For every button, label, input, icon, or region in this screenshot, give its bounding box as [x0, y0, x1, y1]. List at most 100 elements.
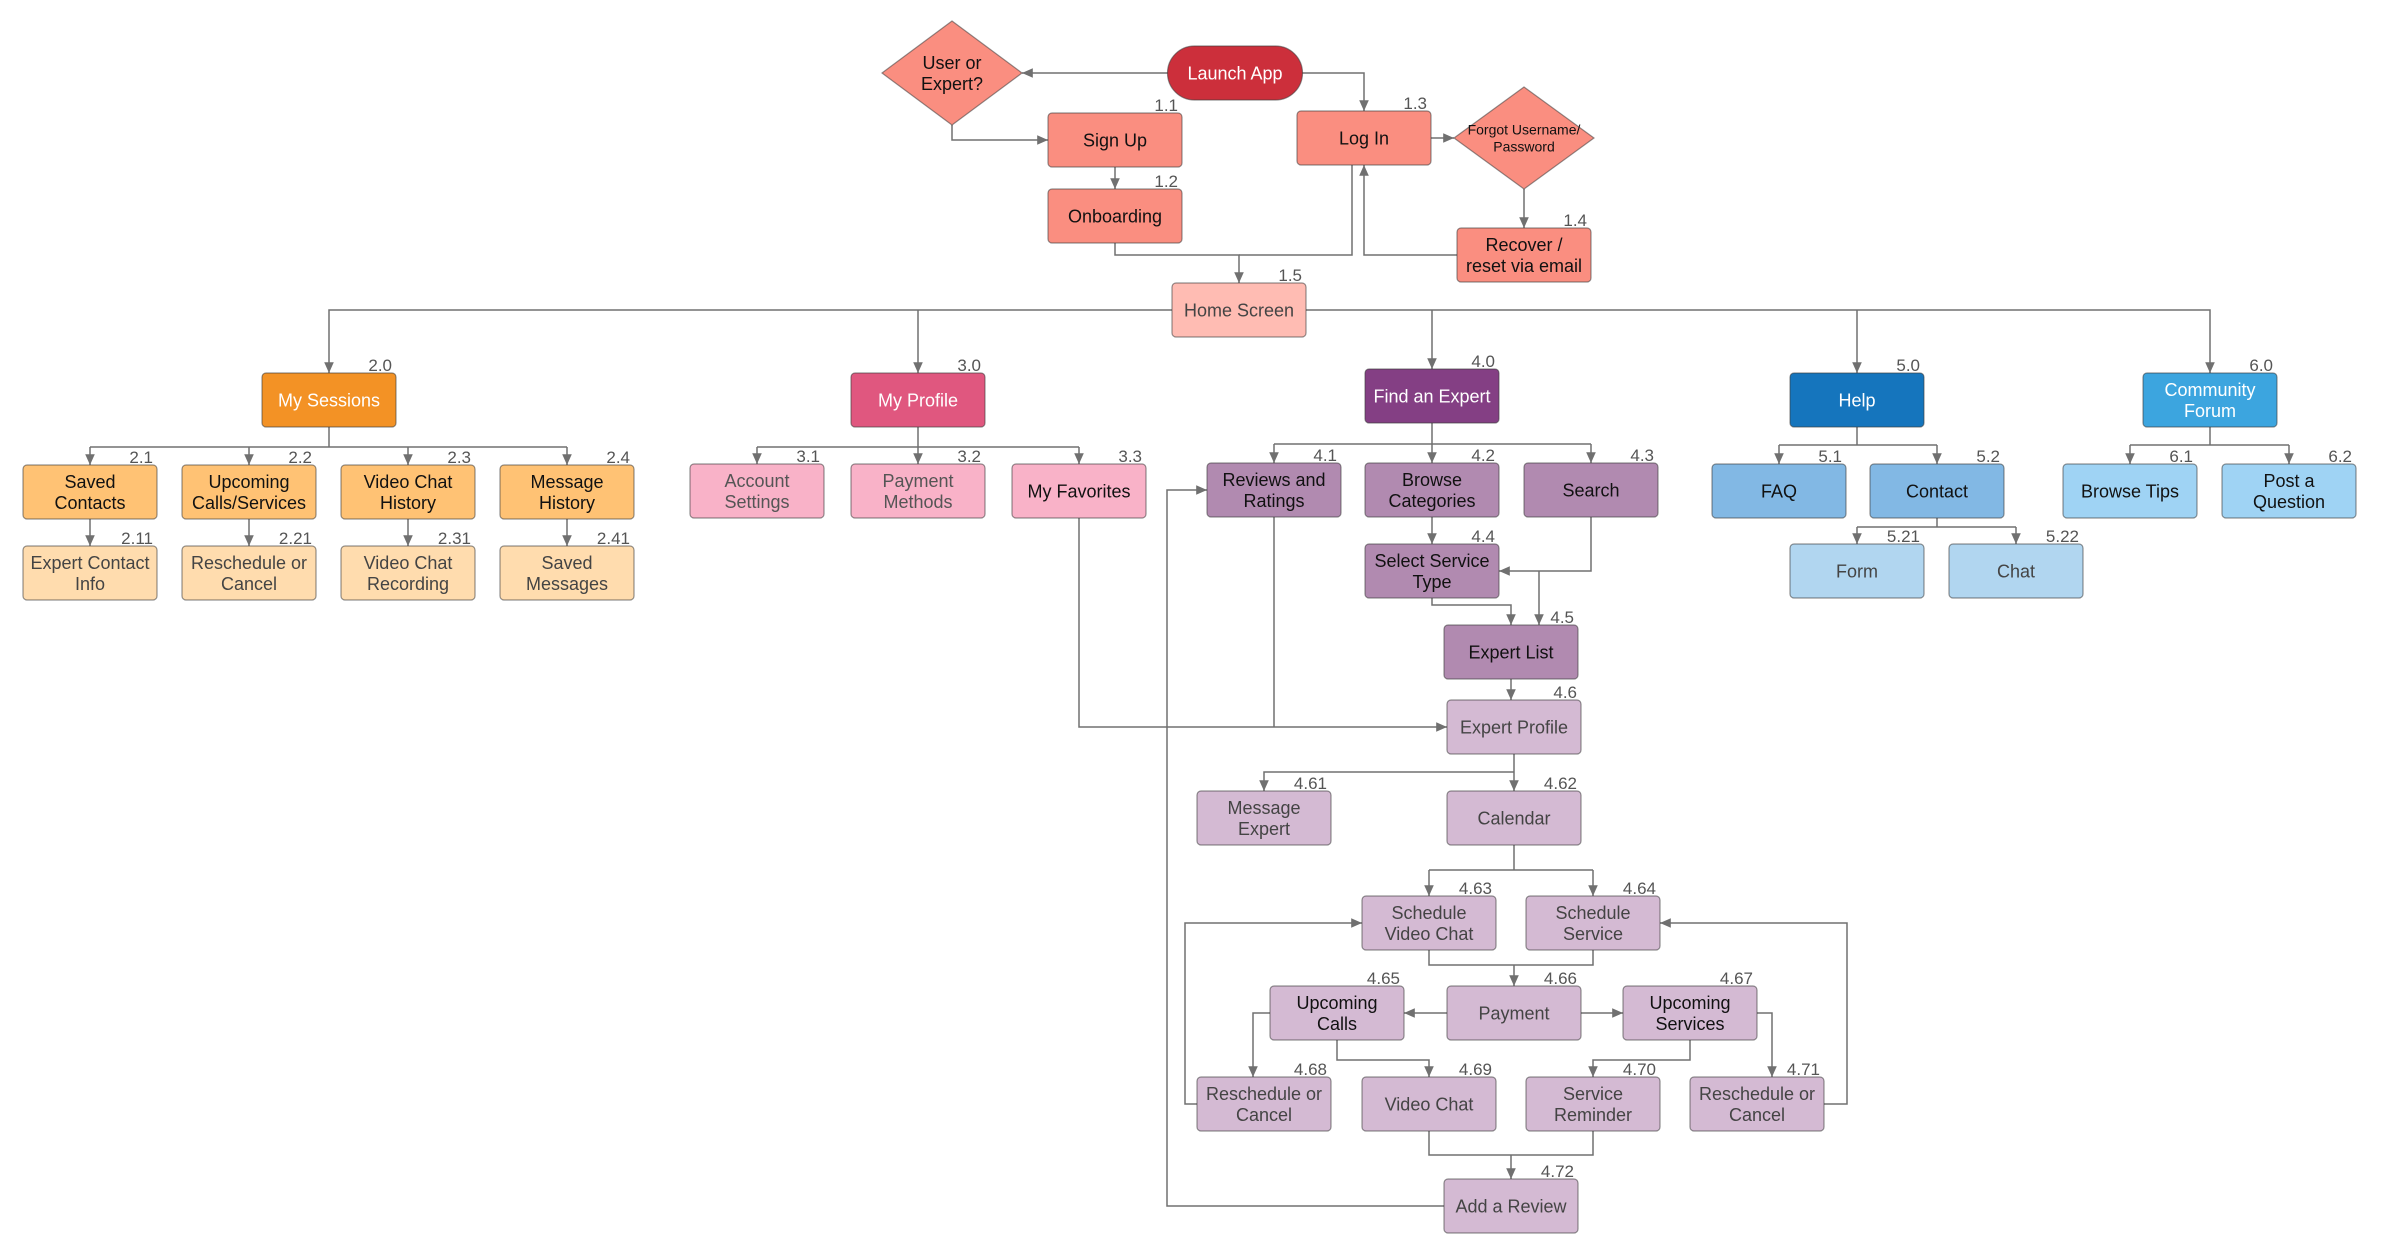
node-form[interactable]: Form 5.21	[1789, 527, 1925, 599]
node-number: 4.2	[1471, 446, 1495, 465]
node-number: 4.69	[1459, 1060, 1492, 1079]
node-label: Launch App	[1187, 63, 1282, 83]
node-shape	[1789, 372, 1925, 428]
node-shape	[1011, 463, 1147, 519]
node-shape	[1364, 462, 1500, 518]
node-shape	[1525, 1076, 1661, 1132]
node-number: 4.67	[1720, 969, 1753, 988]
node-chat[interactable]: Chat 5.22	[1948, 527, 2084, 599]
node-shape	[1948, 543, 2084, 599]
node-shape	[1361, 895, 1497, 951]
node-number: 4.65	[1367, 969, 1400, 988]
node-login[interactable]: Log In1.3	[1296, 94, 1432, 166]
connector-10	[324, 309, 1172, 373]
connector-12	[1306, 309, 2215, 373]
connector-40	[1078, 518, 1447, 732]
node-label: Find an Expert	[1373, 386, 1490, 406]
node-shape	[261, 372, 397, 428]
connector-55	[1757, 1012, 1777, 1077]
connector-3	[951, 125, 1048, 145]
node-label: Form	[1836, 561, 1878, 581]
node-number: 4.63	[1459, 879, 1492, 898]
connector-2	[1302, 72, 1369, 111]
node-shape	[499, 464, 635, 520]
node-number: 4.3	[1630, 446, 1654, 465]
node-number: 4.72	[1541, 1162, 1574, 1181]
node-shape	[1523, 462, 1659, 518]
node-shape	[1364, 543, 1500, 599]
node-number: 1.2	[1154, 172, 1178, 191]
node-label: Browse Tips	[2081, 481, 2179, 501]
node-shape	[1171, 282, 1307, 338]
node-label: Chat	[1997, 561, 2035, 581]
node-onboarding[interactable]: Onboarding 1.2	[1047, 172, 1183, 244]
node-label: Onboarding	[1068, 206, 1162, 226]
node-forgot[interactable]: Forgot Username/Password	[1452, 86, 1596, 190]
node-label: Search	[1562, 480, 1619, 500]
node-launch[interactable]: Launch App	[1166, 45, 1304, 101]
node-search[interactable]: Search 4.3	[1523, 446, 1659, 518]
node-number: 5.22	[2046, 527, 2079, 546]
node-shape	[1456, 227, 1592, 283]
node-shape	[499, 545, 635, 601]
connector-57	[1660, 918, 1848, 1105]
node-number: 5.21	[1887, 527, 1920, 546]
node-shape	[1047, 112, 1183, 168]
node-signup[interactable]: Sign Up1.1	[1047, 96, 1183, 168]
node-number: 1.4	[1563, 211, 1587, 230]
node-shape	[1196, 790, 1332, 846]
node-shape	[1166, 45, 1304, 101]
node-shape	[340, 545, 476, 601]
connector-lines	[85, 68, 2294, 1207]
